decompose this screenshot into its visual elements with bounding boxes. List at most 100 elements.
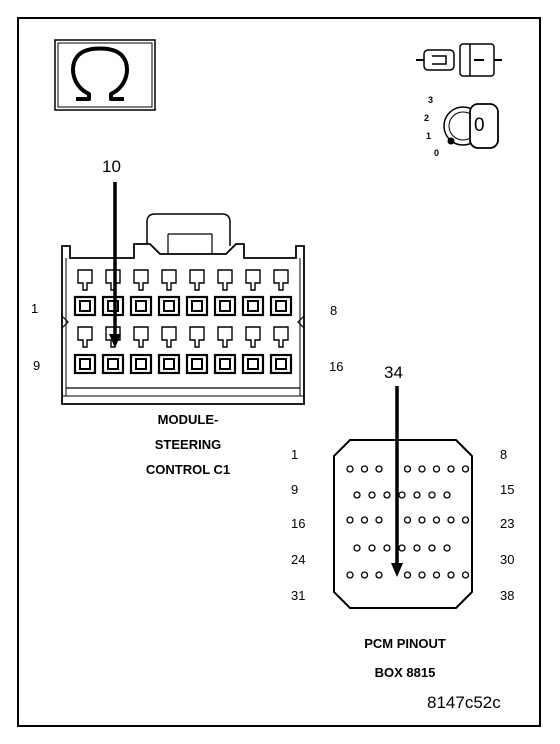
pcm-pin xyxy=(383,491,391,499)
pin-cavity-inner xyxy=(191,300,203,312)
pcm-name-line2: BOX 8815 xyxy=(374,665,436,680)
terminal-tab xyxy=(273,326,289,348)
pcm-pin xyxy=(398,544,406,552)
pcm-row-label-right: 38 xyxy=(500,588,515,603)
ignition-position-3: 3 xyxy=(428,95,434,105)
pcm-pin xyxy=(360,465,369,473)
ignition-position-0: 0 xyxy=(434,148,440,158)
terminal-tab xyxy=(217,326,233,348)
terminal-tab xyxy=(77,269,93,291)
pcm-pin xyxy=(353,491,361,499)
terminal-tab xyxy=(245,269,261,291)
terminal-tab xyxy=(189,269,205,291)
pcm-pin xyxy=(447,465,455,473)
pcm-pin xyxy=(375,465,383,473)
pcm-pin xyxy=(346,465,354,473)
pin-cavity-inner xyxy=(107,358,119,370)
pcm-pin xyxy=(418,465,426,473)
pcm-pin xyxy=(432,516,441,524)
pcm-pin xyxy=(428,491,436,499)
pin-cavity-inner xyxy=(79,358,91,370)
pin-cavity-inner xyxy=(79,300,91,312)
terminal-tab xyxy=(133,269,149,291)
pcm-pin-callout: 34 xyxy=(384,363,403,382)
pcm-pin xyxy=(346,516,354,524)
pcm-pin xyxy=(383,544,391,552)
pcm-pin xyxy=(360,516,369,524)
pin-cavity-inner xyxy=(191,358,203,370)
pcm-row-label-right: 23 xyxy=(500,516,515,531)
figure-id: 8147c52c xyxy=(427,693,501,712)
module-pin-label-9: 9 xyxy=(33,358,41,373)
pin-cavity-inner xyxy=(135,300,147,312)
pcm-row-label-left: 1 xyxy=(291,447,299,462)
pcm-pin xyxy=(418,516,426,524)
terminal-tab xyxy=(217,269,233,291)
pcm-row-label-right: 30 xyxy=(500,552,515,567)
terminal-tab xyxy=(161,269,177,291)
pcm-pin xyxy=(368,544,376,552)
module-pin-label-16: 16 xyxy=(329,359,344,374)
pin-cavity-inner xyxy=(247,300,259,312)
module-pin-label-1: 1 xyxy=(31,301,39,316)
ignition-key-label: 0 xyxy=(474,115,485,136)
pcm-pin xyxy=(418,571,426,579)
pcm-row-label-right: 8 xyxy=(500,447,508,462)
terminal-tab xyxy=(133,326,149,348)
pcm-pin xyxy=(461,516,470,524)
pin-cavity-inner xyxy=(275,300,287,312)
terminal-tab xyxy=(161,326,177,348)
pcm-pin xyxy=(375,516,383,524)
pcm-pin xyxy=(443,544,451,552)
pcm-connector xyxy=(333,439,473,609)
ignition-position-1: 1 xyxy=(426,131,432,141)
pcm-pin xyxy=(413,544,421,552)
pcm-pin xyxy=(443,491,451,499)
steering-module-connector xyxy=(61,213,305,405)
terminal-tab xyxy=(189,326,205,348)
ignition-switch-icon xyxy=(443,103,499,149)
pcm-pin xyxy=(375,571,383,579)
pcm-pin xyxy=(461,571,470,579)
pcm-pin xyxy=(346,571,354,579)
diagram-frame xyxy=(17,17,541,727)
module-pin-label-8: 8 xyxy=(330,303,338,318)
pcm-pin xyxy=(413,491,421,499)
pin-cavity-inner xyxy=(219,300,231,312)
module-name-line1: MODULE- xyxy=(157,412,219,427)
pin-cavity-inner xyxy=(163,358,175,370)
pcm-pin xyxy=(368,491,376,499)
terminal-tab xyxy=(245,326,261,348)
pin-cavity-inner xyxy=(163,300,175,312)
module-name-line3: CONTROL C1 xyxy=(145,462,231,477)
terminal-tab xyxy=(273,269,289,291)
pin-cavity-inner xyxy=(275,358,287,370)
module-name-line2: STEERING xyxy=(154,437,222,452)
pcm-pin xyxy=(432,571,441,579)
pcm-pin xyxy=(353,544,361,552)
terminal-tab xyxy=(77,326,93,348)
pcm-pin xyxy=(403,465,412,473)
ignition-position-2: 2 xyxy=(424,113,430,123)
pcm-pin xyxy=(432,465,441,473)
pcm-pin xyxy=(447,571,455,579)
pcm-row-label-left: 31 xyxy=(291,588,306,603)
pcm-pin xyxy=(403,516,412,524)
ohmmeter-icon xyxy=(54,39,156,111)
pcm-name-line1: PCM PINOUT xyxy=(364,636,446,651)
pin-34-callout-arrow xyxy=(391,386,403,577)
pcm-pin xyxy=(403,571,412,579)
pcm-pin xyxy=(428,544,436,552)
pcm-row-label-left: 16 xyxy=(291,516,306,531)
pcm-pin xyxy=(360,571,369,579)
pin-cavity-inner xyxy=(107,300,119,312)
pin-10-callout-arrow xyxy=(109,182,121,348)
pcm-row-label-left: 24 xyxy=(291,552,306,567)
module-pin-callout: 10 xyxy=(102,157,121,176)
pin-cavity-inner xyxy=(247,358,259,370)
pin-cavity-inner xyxy=(219,358,231,370)
pin-cavity-inner xyxy=(135,358,147,370)
pcm-pin xyxy=(447,516,455,524)
pcm-pin xyxy=(461,465,470,473)
